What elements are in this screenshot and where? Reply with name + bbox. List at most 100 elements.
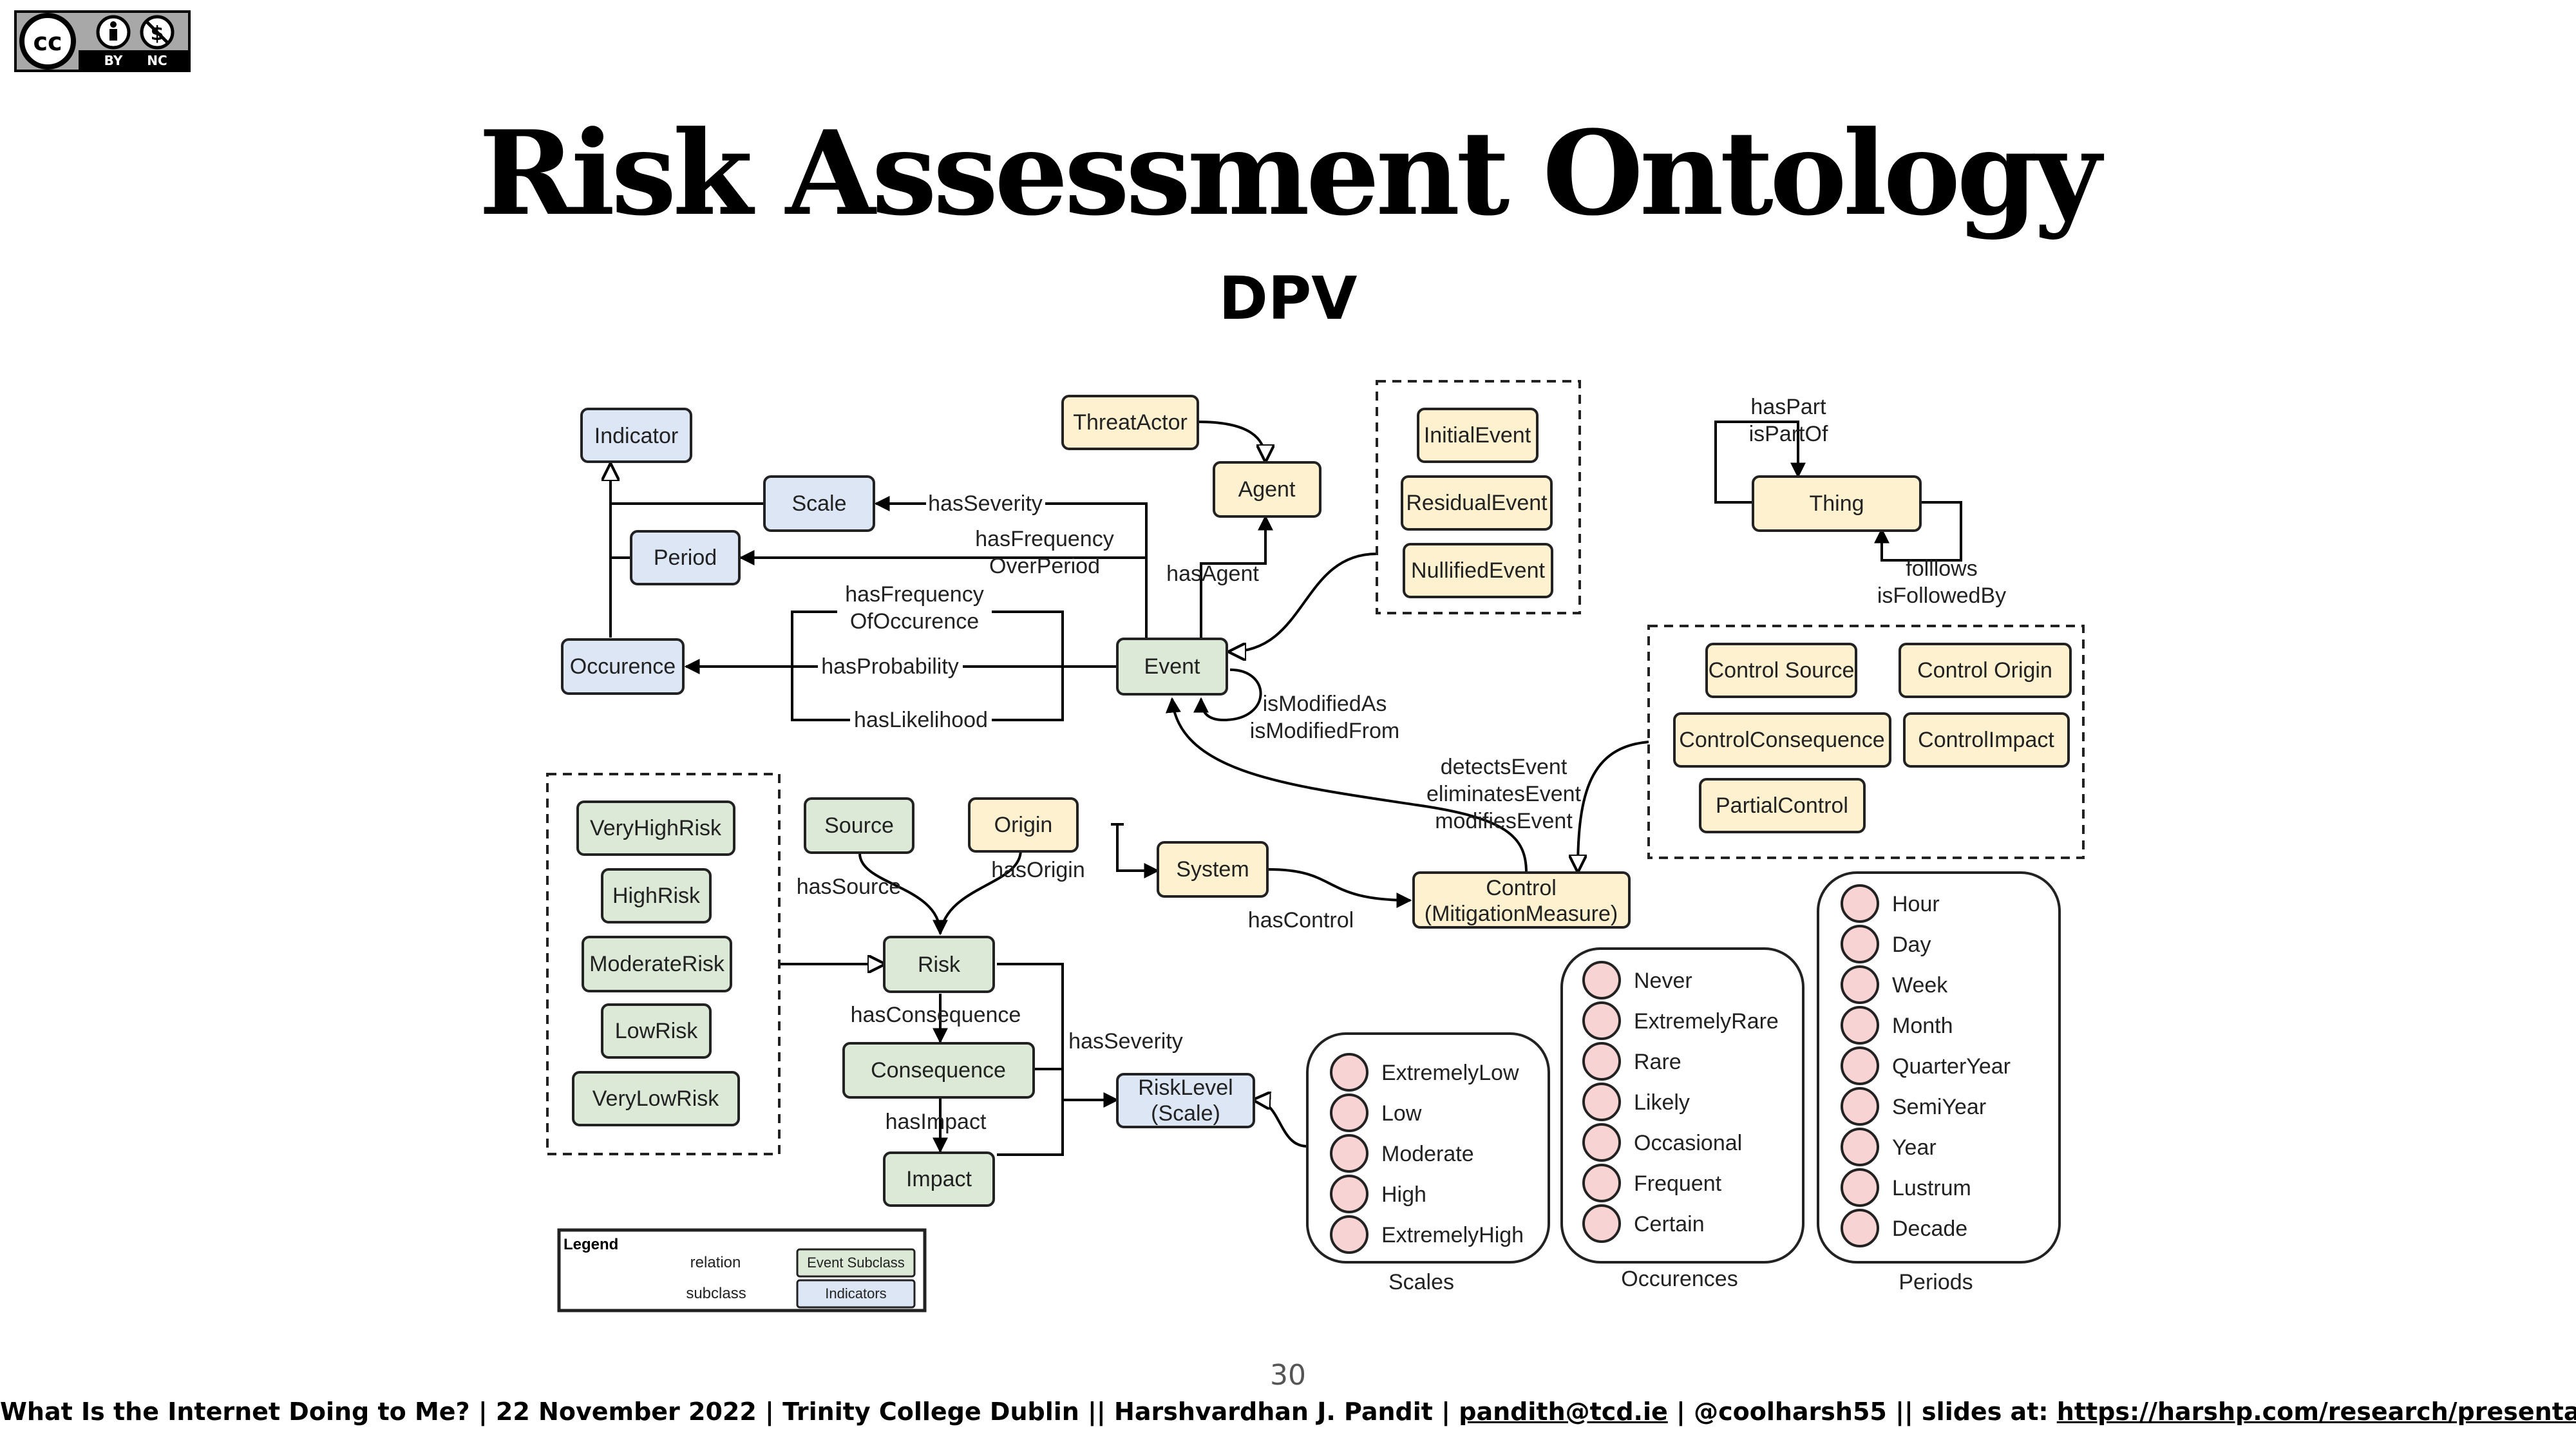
instance-circle <box>1330 1215 1368 1254</box>
label-origin: Origin <box>994 813 1053 837</box>
node-event <box>1116 638 1228 696</box>
cc-label: cc <box>33 28 62 56</box>
edge-has-origin <box>939 849 1022 934</box>
legend-indicators: Indicators <box>825 1285 886 1302</box>
instance-label: Week <box>1892 973 1948 998</box>
instance-circle <box>1582 961 1621 999</box>
slide-title: Risk Assessment Ontology <box>478 106 2101 242</box>
edge-control-event <box>1165 697 1528 873</box>
label-risk-level-1: RiskLevel <box>1138 1075 1233 1100</box>
instance-circle <box>1582 1083 1621 1121</box>
edge-label-has-impact: hasImpact <box>886 1110 987 1134</box>
label-source: Source <box>824 813 894 838</box>
node-thing <box>1752 475 1922 532</box>
label-control-1: Control <box>1486 876 1557 900</box>
edge-severity-bracket <box>997 963 1064 1156</box>
edge-control-subclasses <box>1578 741 1649 871</box>
node-scale <box>763 475 875 532</box>
caption-occurences: Occurences <box>1621 1267 1738 1291</box>
instance-label: High <box>1381 1182 1426 1207</box>
node-control-impact <box>1903 712 2070 768</box>
instance-label: Occasional <box>1634 1131 1742 1155</box>
label-agent: Agent <box>1238 477 1296 502</box>
label-high-risk: HighRisk <box>612 884 701 908</box>
instance-circle <box>1841 1087 1879 1126</box>
event-subclass-group <box>1376 380 1581 614</box>
edge-label-has-severity-risk: hasSeverity <box>1068 1029 1183 1054</box>
label-occurence: Occurence <box>570 654 676 679</box>
edge-label-is-modified-as: isModifiedAs <box>1263 692 1387 716</box>
instance-circle <box>1841 1209 1879 1247</box>
label-period: Period <box>654 545 717 570</box>
instance-circle <box>1841 884 1879 923</box>
by-label: BY <box>104 53 123 68</box>
node-low-risk <box>601 1003 712 1059</box>
edge-thing-follows <box>1874 501 1962 562</box>
page-number: 30 <box>1270 1359 1306 1392</box>
node-residual-event <box>1401 475 1553 531</box>
instance-label: Certain <box>1634 1212 1705 1236</box>
instance-circle <box>1841 1046 1879 1085</box>
label-event: Event <box>1144 654 1200 679</box>
instance-label: QuarterYear <box>1892 1054 2011 1079</box>
risk-level-group <box>546 773 781 1155</box>
edge-threatactor-agent <box>1197 421 1265 460</box>
label-scale: Scale <box>791 491 846 516</box>
edge-has-control <box>1268 868 1412 908</box>
instance-circle <box>1582 1164 1621 1202</box>
edge-label-frequency-over-period-2: OverPeriod <box>989 554 1100 578</box>
instance-label: Moderate <box>1381 1142 1474 1166</box>
edge-label-frequency-of-occurence-2: OfOccurence <box>850 609 979 634</box>
footer-text-middle: | @coolharsh55 || slides at: <box>1667 1397 2057 1426</box>
edge-event-self-loop <box>1193 668 1262 722</box>
instance-label: Frequent <box>1634 1171 1722 1196</box>
edge-event-subclasses <box>1230 553 1378 652</box>
instance-circle <box>1582 1123 1621 1162</box>
label-control-consequence: ControlConsequence <box>1679 728 1884 752</box>
node-origin <box>968 797 1079 853</box>
node-partial-control <box>1699 778 1866 833</box>
instance-circle <box>1330 1175 1368 1213</box>
edge-label-has-agent: hasAgent <box>1166 562 1259 586</box>
node-source <box>804 797 914 854</box>
edge-label-has-severity-top: hasSeverity <box>928 491 1043 516</box>
occurences-group <box>1560 947 1804 1264</box>
label-residual-event: ResidualEvent <box>1406 491 1548 515</box>
instance-circle <box>1841 925 1879 963</box>
edge-label-is-modified-from: isModifiedFrom <box>1250 719 1399 743</box>
node-control <box>1412 871 1631 929</box>
edge-label-follows: folllows <box>1906 556 1977 581</box>
edge-label-has-part: hasPart <box>1750 395 1826 419</box>
instance-label: Hour <box>1892 892 1940 916</box>
footer: What Is the Internet Doing to Me? | 22 N… <box>0 1397 2576 1426</box>
slide-subtitle: DPV <box>1218 264 1358 333</box>
label-moderate-risk: ModerateRisk <box>589 952 725 976</box>
node-control-source <box>1705 643 1857 698</box>
footer-text-start: What Is the Internet Doing to Me? | 22 N… <box>0 1397 1459 1426</box>
instance-circle <box>1841 1168 1879 1207</box>
node-very-low-risk <box>572 1071 740 1126</box>
label-very-low-risk: VeryLowRisk <box>592 1086 720 1111</box>
node-risk-level <box>1116 1073 1255 1128</box>
label-risk-level-2: (Scale) <box>1151 1101 1220 1126</box>
label-control-source: Control Source <box>1709 658 1855 683</box>
node-system <box>1157 841 1269 898</box>
node-moderate-risk <box>582 936 732 992</box>
instance-circle <box>1330 1134 1368 1173</box>
edge-label-is-followed-by: isFollowedBy <box>1877 583 2006 608</box>
footer-email-link[interactable]: pandith@tcd.ie <box>1459 1397 1668 1426</box>
instance-circle <box>1841 1006 1879 1045</box>
label-control-origin: Control Origin <box>1917 658 2052 683</box>
node-high-risk <box>601 868 712 923</box>
label-control-impact: ControlImpact <box>1918 728 2054 752</box>
edge-label-detects-event: detectsEvent <box>1441 755 1567 779</box>
edge-label-has-origin: hasOrigin <box>991 858 1085 882</box>
footer-slides-link[interactable]: https://harshp.com/research/presentation… <box>2056 1397 2576 1426</box>
node-initial-event <box>1417 408 1539 463</box>
instance-label: SemiYear <box>1892 1095 1986 1119</box>
legend-title: Legend <box>564 1236 618 1253</box>
edge-label-has-consequence: hasConsequence <box>851 1003 1021 1027</box>
label-partial-control: PartialControl <box>1716 793 1848 818</box>
label-consequence: Consequence <box>871 1058 1006 1083</box>
control-subclass-group <box>1647 625 2085 859</box>
